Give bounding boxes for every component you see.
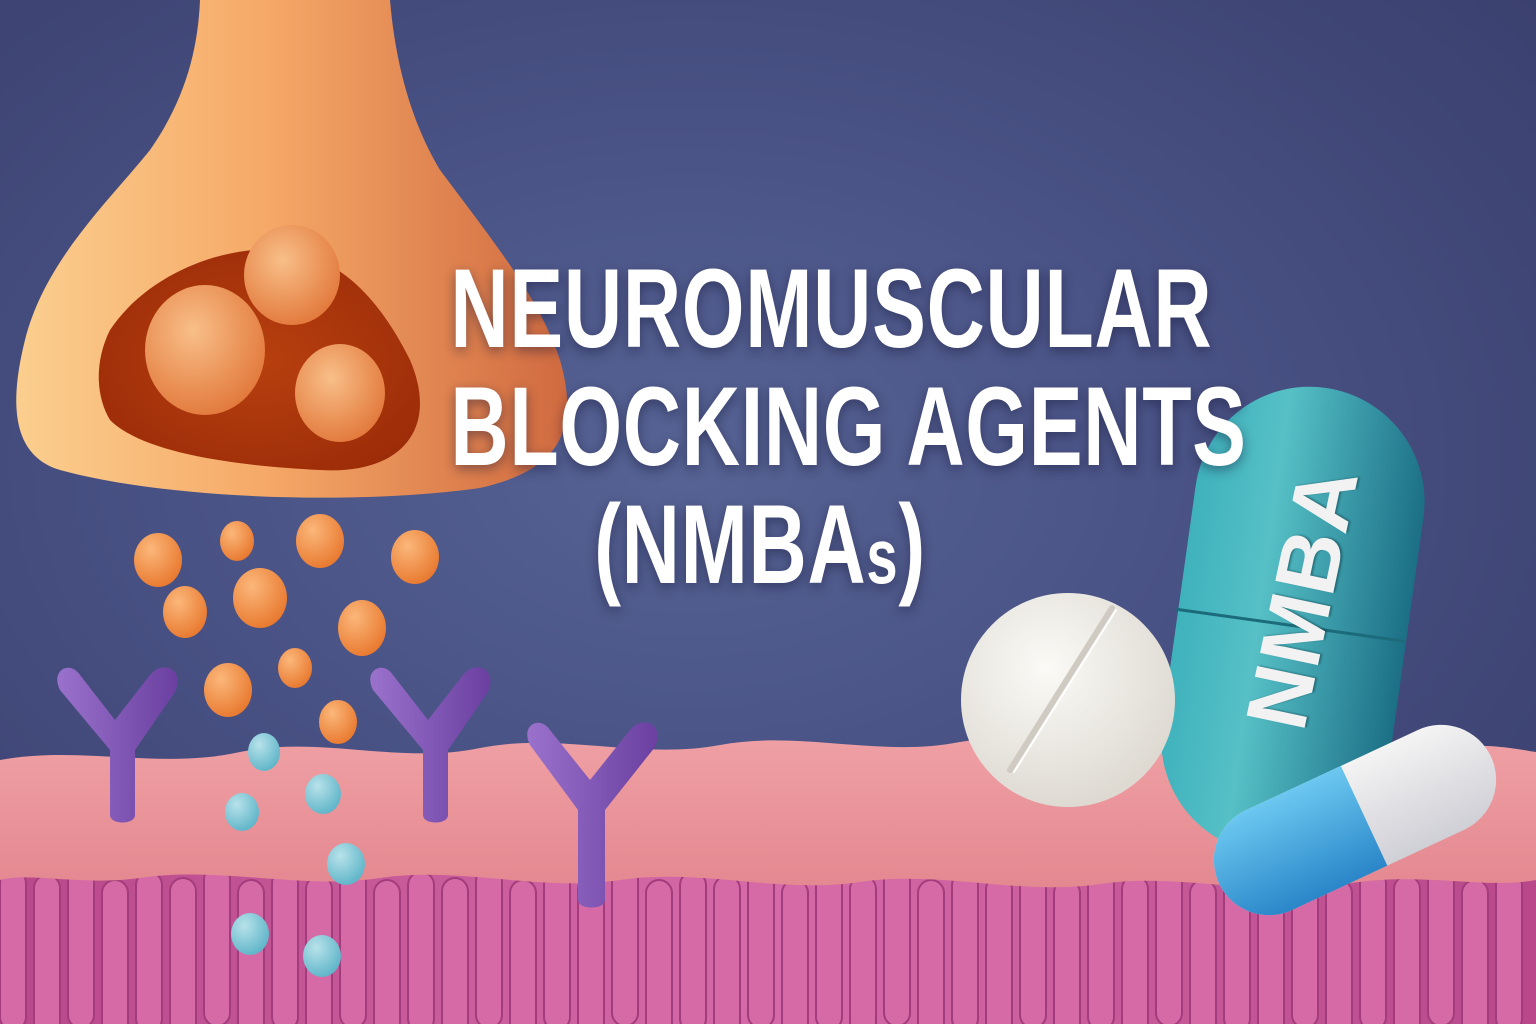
title-line-2: BLOCKING AGENTS — [450, 364, 1247, 489]
title-line-1: NEUROMUSCULAR — [450, 246, 1213, 371]
title-acronym-close: ) — [898, 482, 926, 607]
title-acronym: (NMBA — [594, 482, 867, 607]
neurotransmitter-particles — [134, 514, 439, 744]
title-line-3: (NMBAs) — [450, 486, 1069, 615]
nerve-terminal — [16, 0, 568, 498]
small-capsule — [1213, 724, 1497, 916]
large-capsule — [1161, 386, 1425, 855]
page-title: NEUROMUSCULAR BLOCKING AGENTS (NMBAs) — [450, 246, 1247, 615]
blocker-particles — [225, 733, 365, 977]
tablet — [961, 593, 1175, 807]
receptors — [57, 667, 658, 908]
title-acronym-plural: s — [866, 512, 899, 600]
